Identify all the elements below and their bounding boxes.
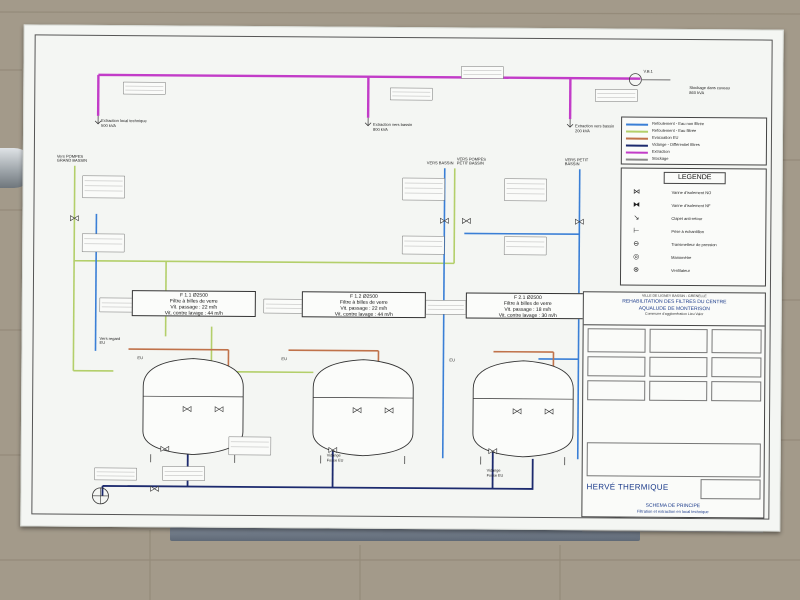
piping-diagram — [70, 66, 671, 505]
vidange-sub-2: Fosse EU — [486, 473, 504, 478]
eu-label-1: EU — [281, 356, 288, 362]
legende-title: LEGENDE — [663, 171, 726, 185]
block-cell — [711, 357, 762, 378]
title-block: VILLE DE LIGNEY BASSIN - GRENELLE REHABI… — [581, 291, 766, 533]
legend-item-label: Evacuation EU — [651, 134, 679, 140]
extraction-mid-sub: 800 kVA — [373, 126, 388, 132]
legende-label: Prise à échantillon — [671, 228, 705, 235]
legende-label: Manomètre — [671, 254, 692, 261]
stockage-sub-label: 860 kVA — [689, 90, 705, 96]
legende-row: ⧓ Vanne d'isolement NF — [629, 201, 763, 212]
block-cell — [587, 328, 646, 353]
legende-row: ⊢ Prise à échantillon — [629, 227, 763, 238]
company-name: HERVÉ THERMIQUE — [586, 482, 669, 492]
filter-vit-lavage: Vit. contre lavage : 44 m/h — [334, 311, 393, 318]
vanne-icon: ⋈ — [633, 188, 641, 196]
legende-label: Vanne d'isolement NF — [671, 202, 711, 209]
legend-swatch — [625, 151, 648, 154]
legend-item: Stockage — [625, 155, 764, 165]
legende-row: ↘ Clapet anti-retour — [629, 214, 763, 225]
legend-swatch — [625, 137, 648, 140]
schematic-board: V.B.1 Stockage dans cuveau 860 kVA Extra… — [20, 24, 784, 533]
legend-swatch — [625, 158, 648, 161]
eu-label-3: EU — [137, 355, 144, 361]
legende-row: ⊖ Transmetteur de pression — [629, 240, 763, 251]
filter-box-f21: F 2.1 Ø2500 Filtre à billes de verre Vit… — [465, 292, 590, 320]
eu-label-2: EU — [449, 357, 456, 363]
clapet-icon: ↘ — [633, 214, 640, 222]
title-block-header: VILLE DE LIGNEY BASSIN - GRENELLE REHABI… — [583, 292, 765, 327]
project-title-1: REHABILITATION DES FILTRES DU CENTRE — [622, 298, 727, 306]
legend-swatch — [626, 130, 649, 133]
revision-table — [586, 442, 761, 478]
block-cell — [587, 356, 646, 377]
legend-item-label: Stockage — [651, 155, 669, 161]
block-cell — [649, 328, 708, 354]
manometre-icon: ◎ — [633, 253, 640, 261]
legend-swatch — [625, 144, 648, 147]
vb-label: V.B.1 — [643, 68, 653, 74]
column-label-left: Vers POMPES GRAND BASSIN — [56, 153, 88, 163]
vers-regard-label: Vers regard EU — [99, 335, 121, 345]
debitmetre-icon: ⊖ — [633, 240, 640, 248]
vidange-sub-1: Fosse EU — [326, 458, 344, 463]
legend-swatch — [626, 123, 649, 126]
legend-item-label: Refoulement - Eau filtrée — [652, 127, 697, 134]
block-cell — [587, 380, 646, 401]
vidange-label-2: Vidange — [486, 468, 501, 473]
legende-label: Vanne d'isolement NO — [671, 189, 712, 196]
mounting-rail — [170, 527, 640, 541]
vidange-label-1: Vidange — [326, 453, 341, 458]
legend-item-label: Refoulement - Eau non filtrée — [652, 120, 705, 127]
schema-subtitle: Filtration et extraction en local techni… — [637, 508, 709, 515]
legend-item-label: Extraction — [651, 148, 670, 154]
filter-box-f11: F 1.1 Ø2500 Filtre à billes de verre Vit… — [131, 290, 256, 317]
vanne-nf-icon: ⧓ — [632, 201, 641, 209]
block-cell — [711, 329, 762, 354]
filter-vit-lavage: Vit. contre lavage : 44 m/h — [164, 310, 223, 317]
filter-box-f12: F 1.2 Ø2500 Filtre à billes de verre Vit… — [301, 291, 426, 319]
extraction-right-sub: 200 kVA — [575, 128, 590, 134]
filter-vit-lavage: Vit. contre lavage : 30 m/h — [498, 312, 557, 320]
column-label-mid2: VERS POMPES PETIT BASSIN — [456, 156, 486, 166]
line-legend: Refoulement - Eau non filtrée Refoulemen… — [620, 116, 768, 166]
column-label-mid1: VERS BASSIN — [426, 160, 454, 166]
prise-icon: ⊢ — [633, 227, 640, 235]
legende-label: Transmetteur de pression — [671, 241, 717, 248]
legend-item-label: Vidange - Différentiel filtres — [651, 141, 700, 148]
column-label-right: VERS PETIT BASSIN — [564, 157, 589, 167]
symbol-legend: LEGENDE ⋈ Vanne d'isolement NO ⧓ Vanne d… — [619, 167, 767, 287]
project-subtitle: Commune d'agglomération Lieu Valor — [645, 311, 704, 317]
legende-row: ⊛ Ventilateur — [629, 266, 763, 277]
legende-label: Ventilateur — [671, 267, 690, 274]
legende-row: ◎ Manomètre — [629, 253, 763, 264]
block-cell — [649, 356, 708, 378]
extraction-left-sub: 500 kVA — [101, 122, 116, 128]
block-cell — [649, 380, 708, 402]
drawing-sheet: V.B.1 Stockage dans cuveau 860 kVA Extra… — [31, 34, 773, 533]
ventilateur-icon: ⊛ — [633, 266, 640, 274]
legende-label: Clapet anti-retour — [671, 215, 703, 222]
block-cell — [711, 381, 762, 402]
drawing-ref-cell — [700, 479, 761, 500]
legende-row: ⋈ Vanne d'isolement NO — [630, 188, 764, 199]
